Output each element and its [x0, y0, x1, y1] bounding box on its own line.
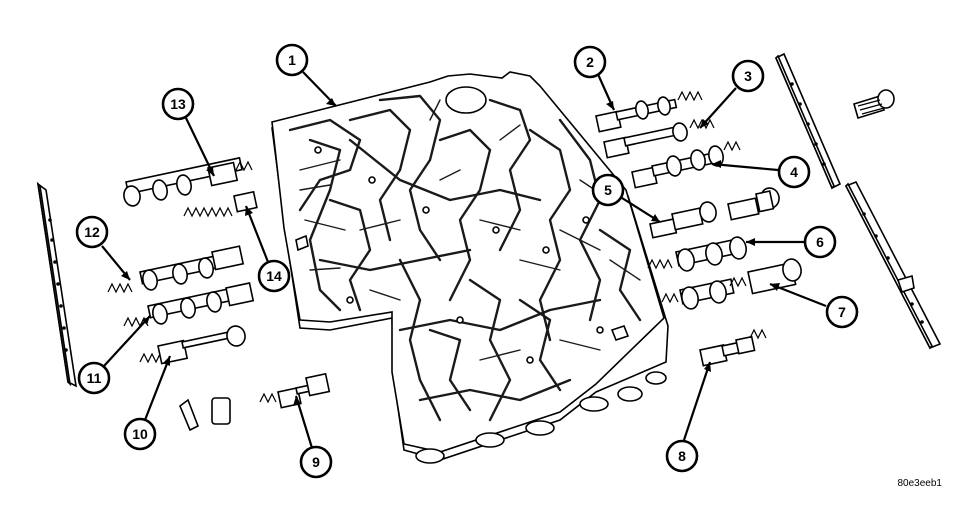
valve-spool-2 [595, 90, 703, 133]
bolt [853, 89, 895, 120]
valve-spool-12 [107, 245, 245, 294]
callout-label-6: 6 [816, 234, 824, 250]
callout-label-8: 8 [678, 448, 686, 464]
callout-5: 5 [591, 173, 625, 207]
callout-4: 4 [777, 155, 811, 189]
callout-3: 3 [731, 59, 765, 93]
valve-spool-13 [123, 156, 253, 207]
valve-plug [211, 397, 231, 425]
callout-12: 12 [75, 215, 109, 249]
right-retainer-plate-lower [844, 180, 942, 350]
valve-spool-3 [603, 118, 715, 159]
valve-spool-5 [649, 187, 780, 239]
callout-label-9: 9 [312, 454, 320, 470]
callout-label-3: 3 [744, 68, 752, 84]
valve-spool-11 [123, 282, 255, 328]
left-retainer-plate [36, 181, 78, 388]
callout-2: 2 [573, 45, 607, 79]
valve-body-plate [271, 71, 669, 464]
callout-label-2: 2 [586, 54, 594, 70]
callout-label-10: 10 [132, 426, 148, 442]
callout-label-4: 4 [790, 164, 798, 180]
figure-reference-code: 80e3eeb1 [897, 478, 943, 489]
valve-spool-7 [661, 258, 802, 310]
right-retainer-plate-upper [774, 52, 842, 190]
callout-1: 1 [275, 43, 309, 77]
callout-7: 7 [825, 295, 859, 329]
plate-fluid-passages [288, 94, 642, 422]
valve-spool-4 [631, 140, 741, 189]
callout-6: 6 [803, 225, 837, 259]
callout-label-5: 5 [604, 182, 612, 198]
callout-10: 10 [123, 417, 157, 451]
callout-8: 8 [665, 439, 699, 473]
callout-9: 9 [299, 445, 333, 479]
callout-14: 14 [257, 259, 291, 293]
callout-label-14: 14 [266, 268, 282, 284]
plate-bore [445, 86, 487, 114]
callout-label-1: 1 [288, 52, 296, 68]
callout-11: 11 [77, 361, 111, 395]
valve-spool-6 [647, 236, 747, 272]
callout-label-13: 13 [170, 96, 186, 112]
callout-13: 13 [161, 87, 195, 121]
retaining-clip [179, 398, 200, 432]
valve-spool-10 [139, 325, 246, 365]
callout-label-11: 11 [87, 370, 102, 386]
leader-lines [101, 71, 827, 449]
callout-label-7: 7 [838, 304, 846, 320]
callout-label-12: 12 [84, 224, 100, 240]
valve-spool-8 [699, 328, 767, 367]
